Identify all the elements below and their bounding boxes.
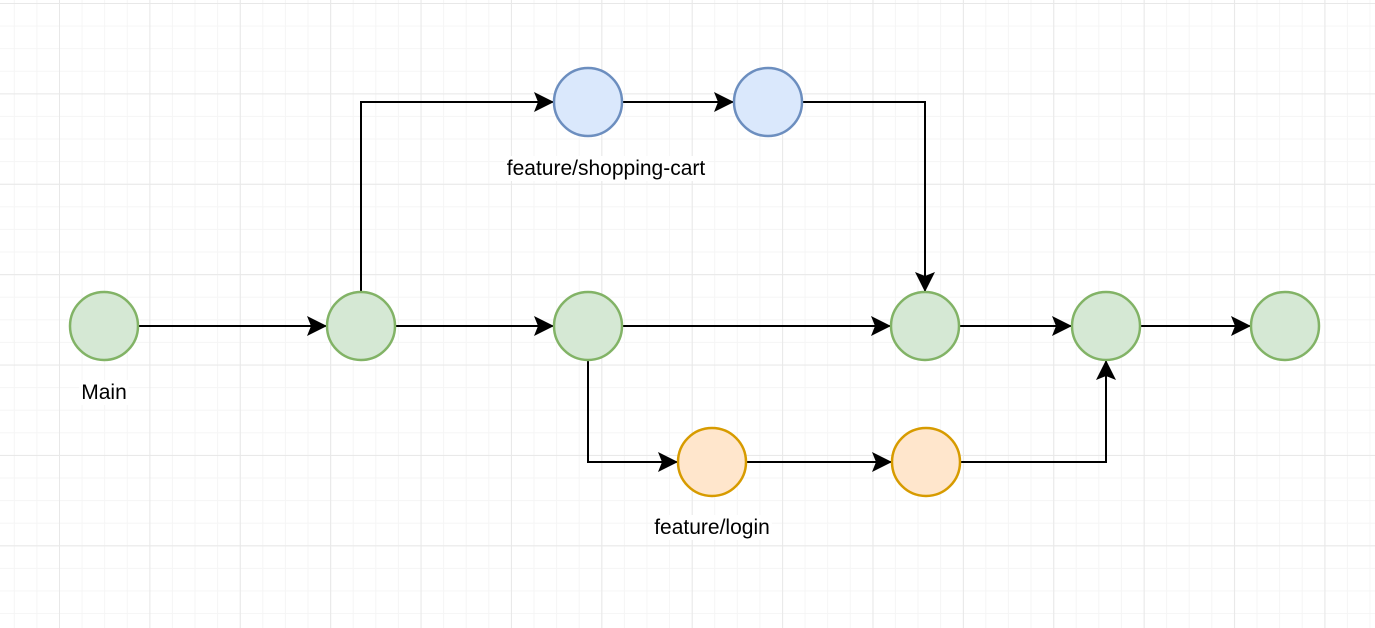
commit-node-main-3[interactable] [552, 290, 624, 362]
labels-layer: Main feature/shopping-cart feature/login [79, 156, 772, 540]
commit-node-login-1[interactable] [676, 426, 748, 498]
commit-node-main-2[interactable] [325, 290, 397, 362]
commit-node-login-2[interactable] [890, 426, 962, 498]
branch-label-background-main [79, 380, 129, 405]
edge-main3-login1[interactable] [587, 360, 678, 472]
edges-layer [138, 92, 1251, 472]
branch-label-login[interactable]: feature/login [654, 516, 770, 539]
branch-label-background-shopping-cart [504, 156, 708, 181]
branch-label-shopping-cart[interactable]: feature/shopping-cart [507, 157, 706, 180]
edge-main2-cart1[interactable] [360, 92, 554, 292]
nodes-layer [68, 66, 1321, 498]
commit-node-main-4[interactable] [889, 290, 961, 362]
commit-node-cart-1[interactable] [552, 66, 624, 138]
commit-node-main-6[interactable] [1249, 290, 1321, 362]
edge-cart2-main4[interactable] [802, 101, 935, 292]
commit-node-main-5[interactable] [1070, 290, 1142, 362]
commit-node-cart-2[interactable] [732, 66, 804, 138]
commit-node-main-1[interactable] [68, 290, 140, 362]
branch-label-background-login [652, 515, 772, 540]
edge-login2-main5[interactable] [960, 360, 1116, 463]
branch-label-main[interactable]: Main [81, 381, 127, 404]
